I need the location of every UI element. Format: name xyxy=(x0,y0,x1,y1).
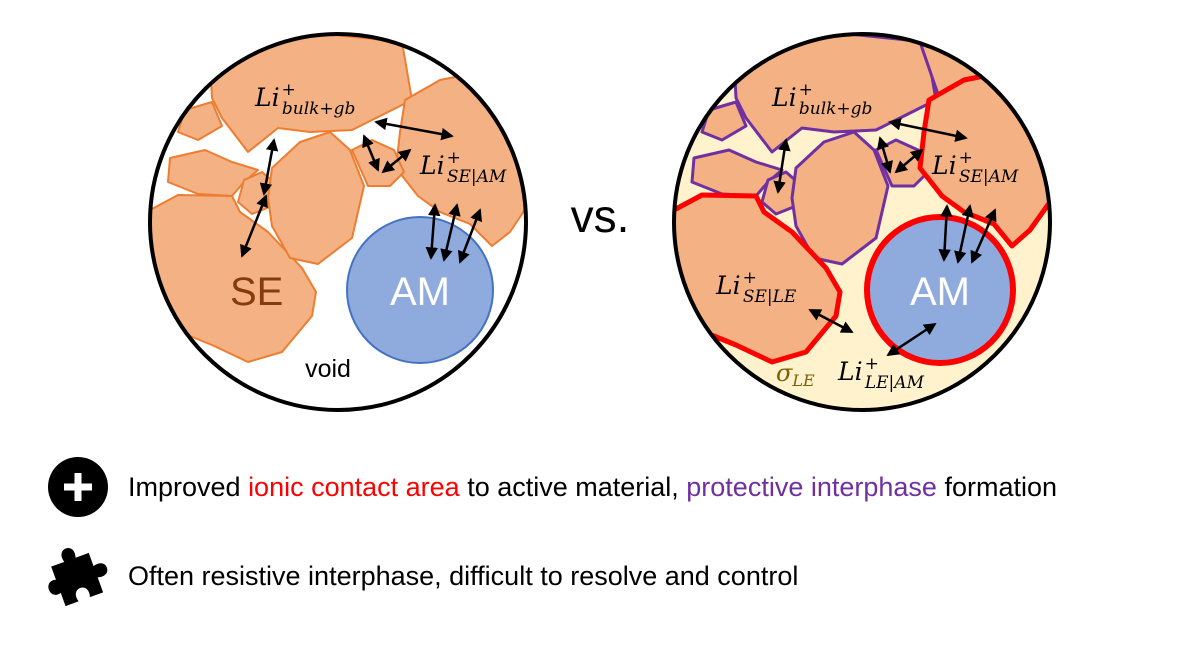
puzzle-piece-icon xyxy=(42,540,114,612)
arrow xyxy=(457,208,483,264)
right-sigma-le-label: σLE xyxy=(776,359,815,390)
plus-circle-icon xyxy=(42,451,114,523)
legend-pro-row: Improved ionic contact area to active ma… xyxy=(42,451,1057,523)
se-particle xyxy=(790,130,890,266)
arrow xyxy=(970,208,997,264)
legend-pro-text: Improved ionic contact area to active ma… xyxy=(128,471,1057,502)
arrow xyxy=(808,308,854,334)
protective-interphase-highlight: protective interphase xyxy=(686,471,937,502)
arrow xyxy=(773,138,791,194)
arrow xyxy=(362,134,380,172)
arrow xyxy=(240,194,268,258)
vs-label: vs. xyxy=(571,190,630,242)
arrow xyxy=(374,117,454,141)
arrow xyxy=(954,204,974,264)
arrow xyxy=(877,136,893,174)
left-arrows xyxy=(240,117,483,264)
arrow xyxy=(381,148,412,174)
se-particle xyxy=(267,131,365,265)
right-li-bulk-label: Li+bulk+gb xyxy=(771,80,872,119)
right-arrows xyxy=(773,118,997,357)
arrow xyxy=(425,203,441,260)
right-li-se-le-label: Li+SE|LE xyxy=(715,268,797,307)
right-li-le-am-label: Li+LE|AM xyxy=(837,354,925,393)
diagram-canvas: SE AM void Li+bulk+gb Li+SE|AM vs. xyxy=(148,32,1052,412)
right-circle-border xyxy=(672,32,1052,412)
left-circle-panel: SE AM void Li+bulk+gb Li+SE|AM xyxy=(148,32,528,412)
right-circle-panel: AM Li+bulk+gb Li+SE|AM Li+SE|LE Li+LE|AM… xyxy=(672,32,1052,412)
left-se-label: SE xyxy=(230,270,283,314)
arrow xyxy=(259,138,279,196)
legend-con-text: Often resistive interphase, difficult to… xyxy=(128,560,799,591)
right-li-se-am-label: Li+SE|AM xyxy=(931,148,1019,187)
right-am-label: AM xyxy=(910,270,970,314)
se-particle xyxy=(177,101,223,141)
arrow xyxy=(894,148,924,174)
arrow xyxy=(888,118,968,142)
left-li-bulk-label: Li+bulk+gb xyxy=(254,80,355,119)
left-am-label: AM xyxy=(390,270,450,314)
arrow xyxy=(440,203,461,262)
right-se-particles xyxy=(674,34,1050,365)
se-particle xyxy=(700,100,748,142)
arrow xyxy=(886,322,937,357)
arrow xyxy=(938,204,953,262)
legend-con-row: Often resistive interphase, difficult to… xyxy=(42,540,798,612)
left-void-label: void xyxy=(305,355,351,383)
left-circle-border xyxy=(148,32,528,412)
ionic-contact-area-highlight: ionic contact area xyxy=(248,471,460,502)
left-li-se-am-label: Li+SE|AM xyxy=(419,148,507,187)
